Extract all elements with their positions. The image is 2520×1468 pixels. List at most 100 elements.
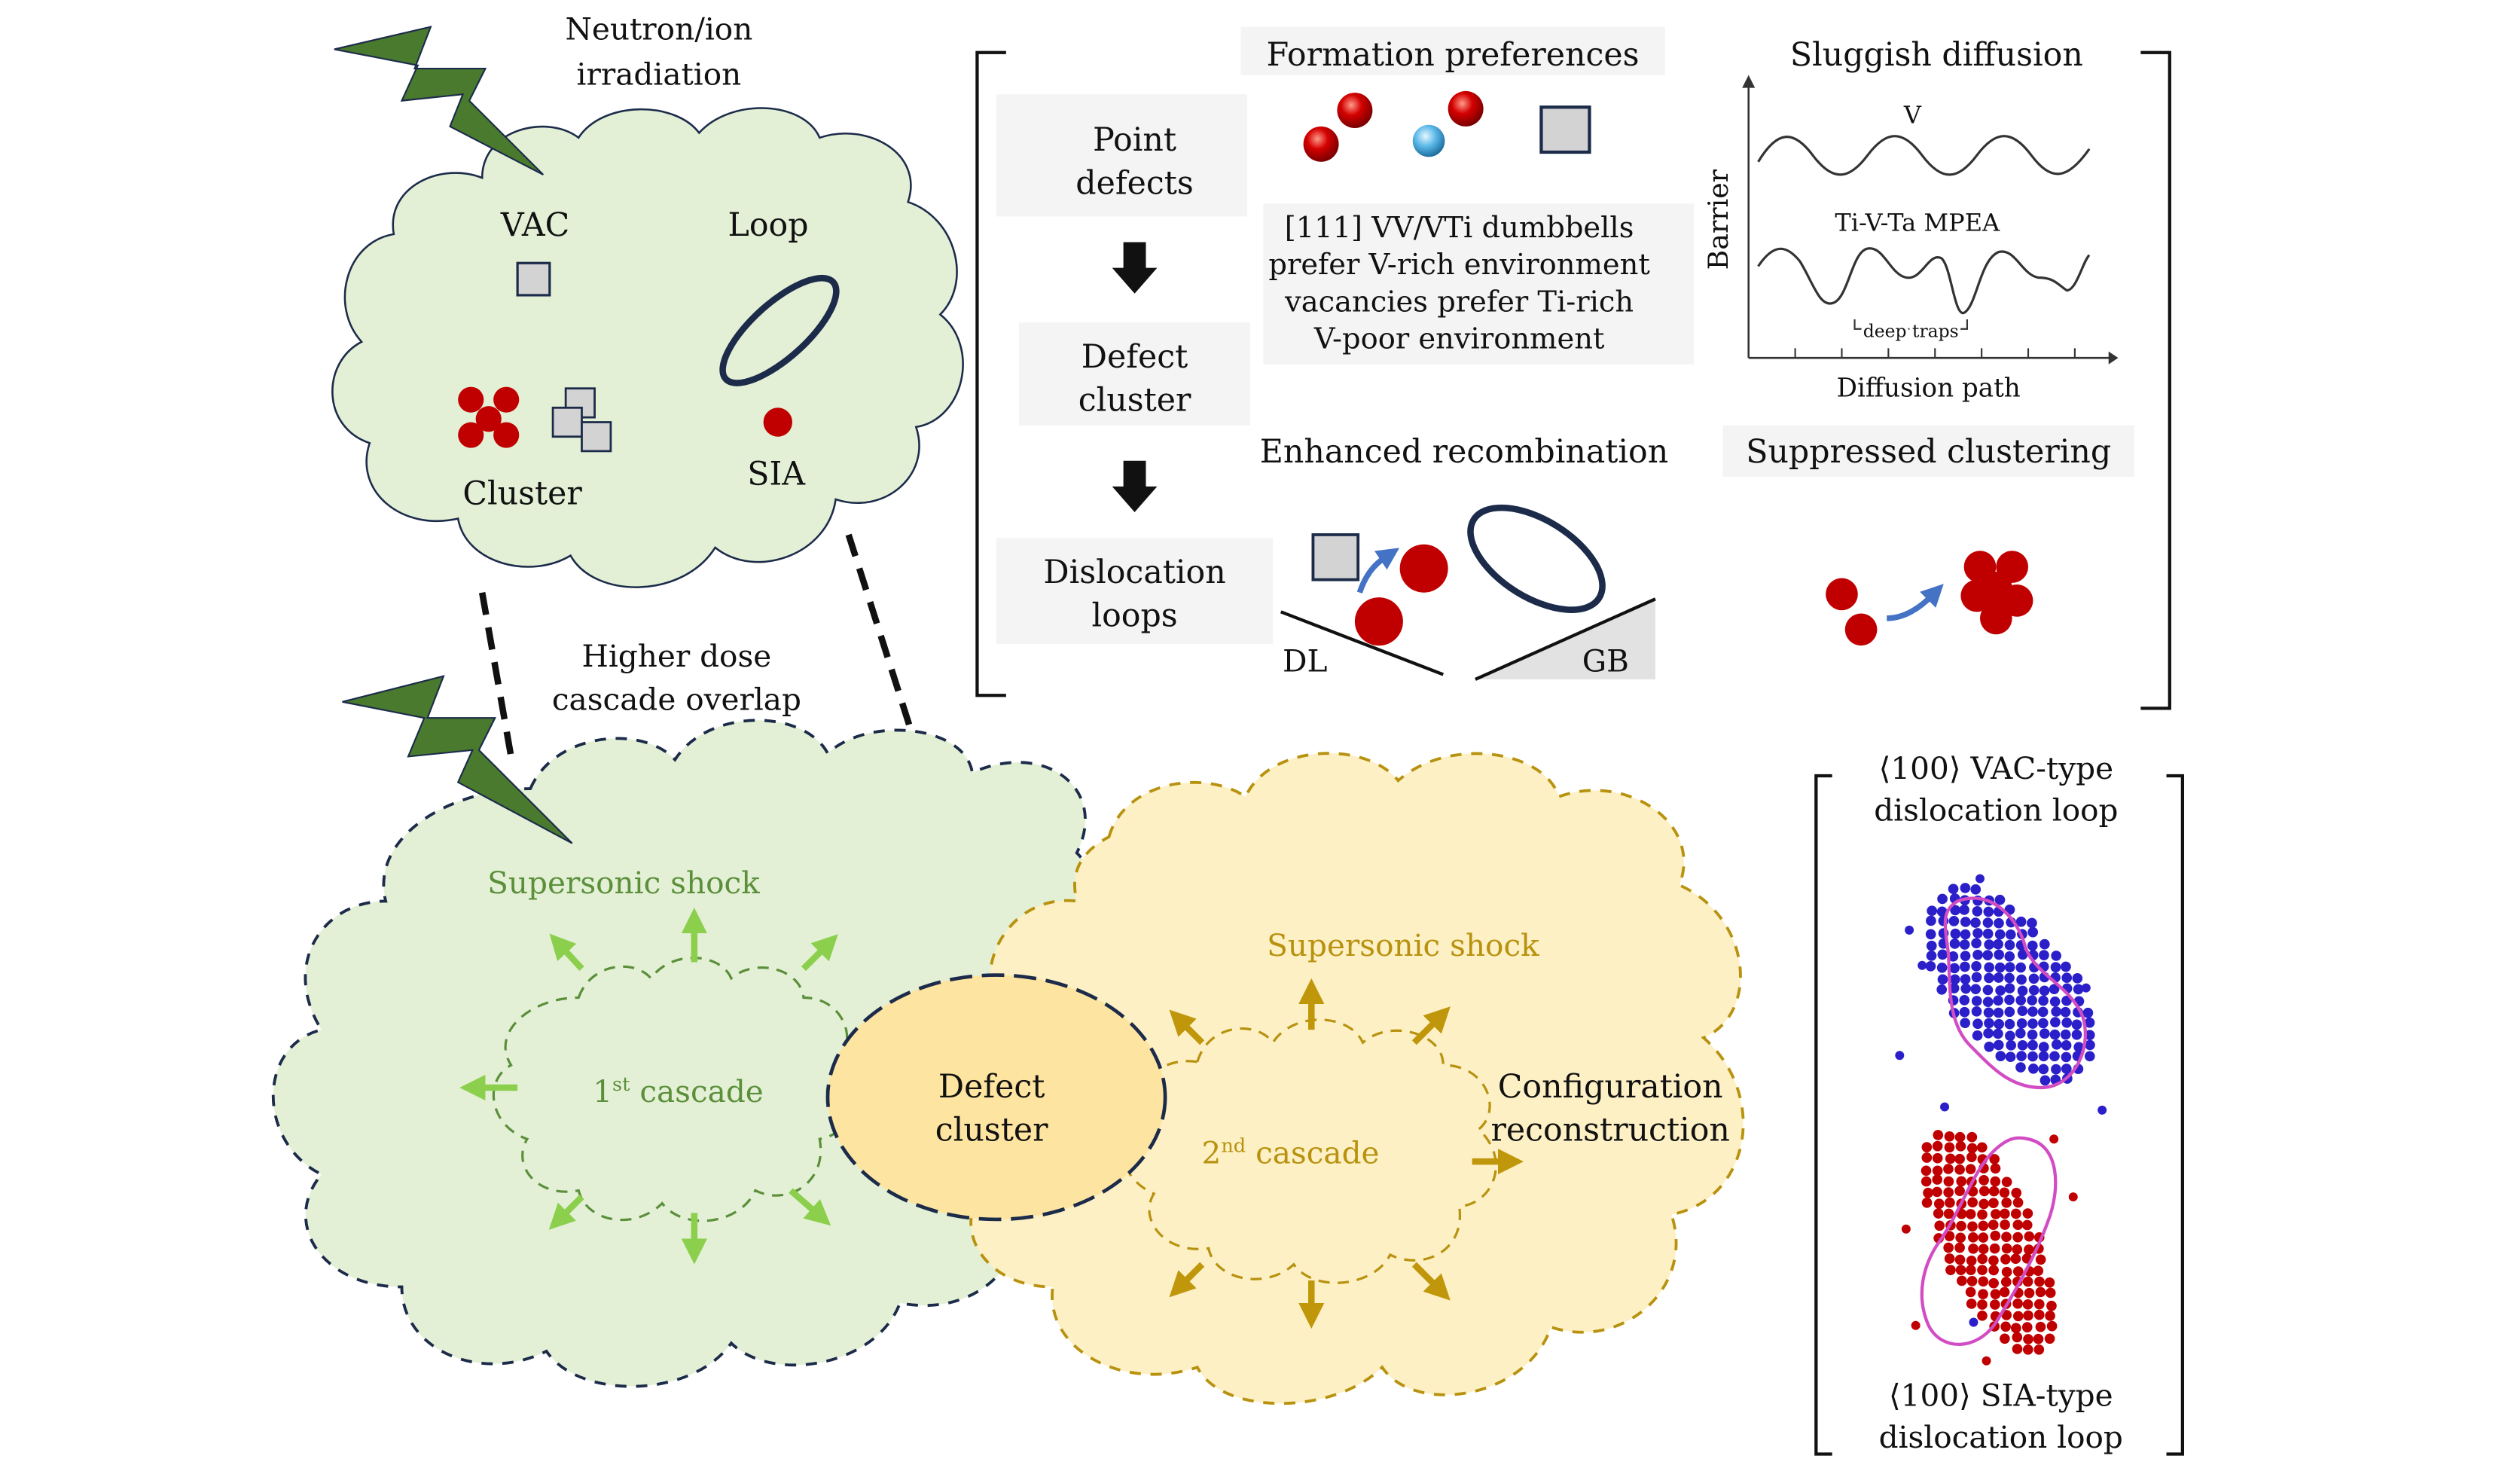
recomb-sia-atom-2 bbox=[1354, 597, 1403, 646]
loop-atom bbox=[1988, 1186, 2000, 1197]
loop-atom bbox=[1927, 905, 1938, 917]
loop-atom bbox=[1954, 1153, 1965, 1164]
sia-loop-outline bbox=[1920, 1136, 2058, 1346]
loop-atom bbox=[1943, 1208, 1954, 1219]
stray-atom bbox=[2049, 1134, 2059, 1144]
loop-atom bbox=[2000, 1219, 2010, 1230]
loop-atom bbox=[1936, 984, 1948, 995]
loop-atom bbox=[2012, 1197, 2024, 1208]
loop-atom bbox=[2010, 1323, 2021, 1334]
loop-atom bbox=[2017, 1006, 2028, 1017]
second-cascade-outline bbox=[1121, 1018, 1497, 1284]
dl-line bbox=[1280, 610, 1445, 676]
loop-bracket-left bbox=[1814, 774, 1832, 1456]
loop-atom bbox=[1960, 983, 1972, 994]
loop-atom bbox=[1943, 1164, 1954, 1174]
loop-atom bbox=[2049, 996, 2061, 1007]
loop-atom bbox=[1932, 1186, 1942, 1198]
loop-atom bbox=[2022, 1208, 2033, 1219]
dislocation-loops-label-2: loops bbox=[1091, 597, 1177, 635]
loop-atom bbox=[1954, 1254, 1966, 1265]
loop-atom bbox=[1977, 1265, 1988, 1275]
loop-atom bbox=[1993, 938, 2003, 950]
loop-atom bbox=[2027, 1006, 2038, 1017]
loop-atom bbox=[1972, 949, 1983, 960]
loop-atom bbox=[2012, 1219, 2024, 1231]
second-cascade-suffix: cascade bbox=[1246, 1134, 1379, 1170]
loop-atom bbox=[1944, 1131, 1955, 1142]
loop-atom bbox=[1949, 963, 1960, 974]
loop-atom bbox=[2051, 1039, 2062, 1050]
vacancy-square-icon bbox=[516, 261, 551, 297]
loop-atom bbox=[2084, 1017, 2095, 1028]
loop-atom bbox=[2046, 1300, 2057, 1311]
loop-atom bbox=[1921, 1176, 1932, 1187]
diffusion-xlabel: Diffusion path bbox=[1837, 373, 2021, 403]
loop-atom bbox=[1972, 928, 1983, 938]
loop-atom bbox=[1945, 1265, 1956, 1275]
loop-atom bbox=[1977, 1299, 1988, 1310]
loop-atom bbox=[2039, 950, 2049, 960]
loop-atom bbox=[1976, 1142, 1988, 1153]
loop-atom bbox=[2017, 949, 2028, 960]
loop-atom bbox=[1983, 906, 1994, 917]
loop-atom bbox=[1926, 951, 1937, 961]
loop-atom bbox=[2023, 1334, 2033, 1344]
green-arrow-upleft-icon bbox=[549, 933, 584, 971]
first-cascade-suffix: cascade bbox=[630, 1073, 763, 1109]
top-cloud-outline bbox=[331, 107, 964, 588]
loop-atom bbox=[1965, 1209, 1976, 1219]
loop-atom bbox=[2061, 1051, 2072, 1063]
loop-atom bbox=[1948, 916, 1960, 926]
loop-atom bbox=[2012, 1244, 2023, 1255]
loop-atom bbox=[2027, 917, 2037, 929]
loop-atom bbox=[1971, 1006, 1982, 1017]
loop-atom bbox=[1954, 1164, 1965, 1175]
loop-atom bbox=[2051, 1006, 2061, 1017]
formation-line-4: V-poor environment bbox=[1313, 322, 1605, 356]
recomb-vacancy-icon bbox=[1311, 533, 1360, 581]
loop-atom bbox=[2010, 1208, 2021, 1219]
loop-atom bbox=[1959, 995, 1970, 1006]
loop-atom bbox=[1966, 1255, 1977, 1266]
loop-atom bbox=[1971, 961, 1982, 972]
stray-atom bbox=[1895, 1051, 1905, 1061]
loop-atom bbox=[2004, 972, 2015, 984]
suppressed-cluster-icon bbox=[1960, 551, 2033, 635]
loop-atom bbox=[1957, 1275, 1967, 1286]
loop-atom bbox=[1982, 950, 1994, 960]
loop-atom bbox=[2004, 951, 2015, 962]
loop-atom bbox=[1936, 906, 1948, 917]
loop-atom bbox=[2028, 973, 2039, 984]
loop-atom bbox=[2061, 1040, 2072, 1051]
loop-atom bbox=[2006, 1040, 2017, 1051]
bottom-lightning-bolt-icon bbox=[342, 675, 573, 844]
loop-atom bbox=[1995, 1051, 2006, 1061]
mechanism-panel: Point defects Defect cluster Dislocation… bbox=[975, 26, 2171, 710]
loop-atom bbox=[1989, 1243, 2000, 1254]
loop-atom bbox=[2021, 1219, 2033, 1231]
loop-atom bbox=[1926, 940, 1937, 951]
loop-atom bbox=[2046, 1320, 2058, 1332]
loop-atom bbox=[2017, 1040, 2028, 1051]
loop-atom bbox=[2050, 962, 2061, 972]
loop-atom bbox=[1988, 1277, 1999, 1289]
loop-atom bbox=[1994, 1018, 2005, 1030]
loop-atom bbox=[2039, 1028, 2050, 1039]
loop-atom bbox=[1945, 1153, 1956, 1164]
higher-dose-label-2: cascade overlap bbox=[552, 681, 801, 717]
loop-atom bbox=[2039, 985, 2050, 996]
loop-atom bbox=[1960, 961, 1970, 972]
loop-atom bbox=[2022, 1299, 2033, 1310]
loop-atom bbox=[2051, 951, 2061, 961]
loop-atom bbox=[2001, 1177, 2012, 1188]
sia-loop-label-1: ⟨100⟩ SIA-type bbox=[1889, 1377, 2113, 1413]
loop-atom bbox=[1954, 1186, 1965, 1197]
loop-atom bbox=[1988, 1265, 1999, 1276]
curve-v-label: V bbox=[1903, 101, 1922, 130]
stray-atom bbox=[1982, 1356, 1991, 1366]
gb-line bbox=[1475, 597, 1656, 681]
formation-line-3: vacancies prefer Ti-rich bbox=[1284, 285, 1634, 319]
loop-atom bbox=[2038, 1064, 2049, 1075]
stray-atom bbox=[2068, 1192, 2078, 1202]
